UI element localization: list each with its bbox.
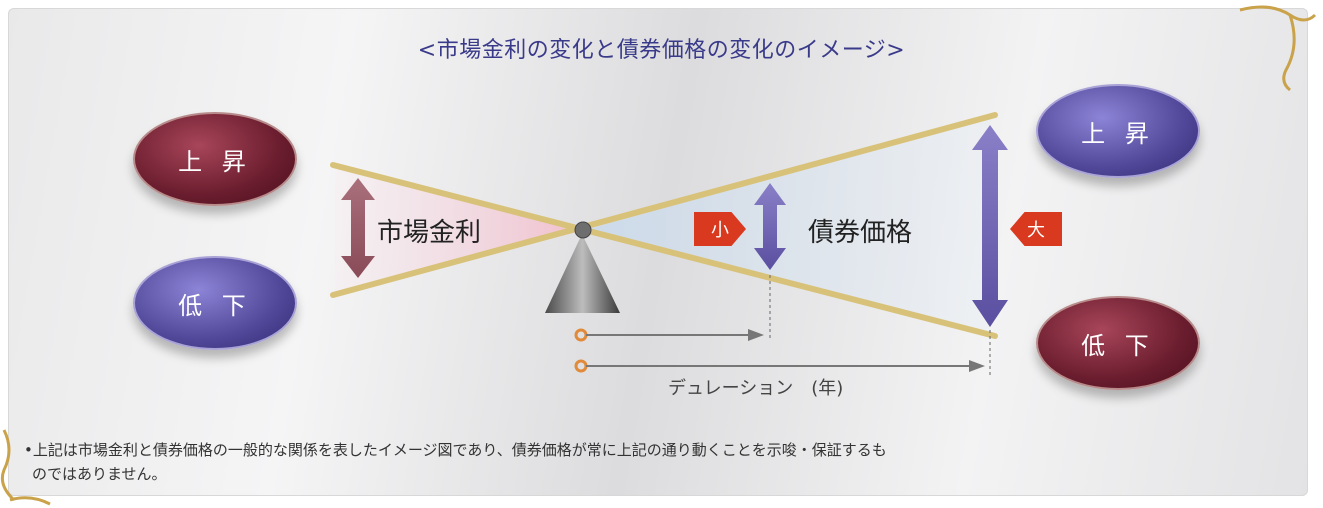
bond-price-label: 債券価格 — [808, 218, 913, 248]
fulcrum-pedestal — [545, 234, 620, 313]
interest-rate-label: 市場金利 — [377, 218, 482, 248]
right-rise-oval: 上 昇 — [1036, 84, 1200, 178]
diagram-title: <市場金利の変化と債券価格の変化のイメージ> — [417, 38, 906, 63]
disclaimer-line-2: のではありません。 — [32, 465, 167, 483]
pivot-point — [574, 221, 592, 239]
corner-ornament-top-right — [1239, 5, 1317, 92]
duration-start-dot-1 — [574, 328, 588, 342]
duration-label: デュレーション (年) — [668, 378, 844, 399]
interest-rate-wedge — [335, 167, 585, 293]
corner-ornament-bottom-left — [0, 429, 51, 506]
left-rise-oval: 上 昇 — [133, 112, 297, 206]
disclaimer-line-1: •上記は市場金利と債券価格の一般的な関係を表したイメージ図であり、債券価格が常に… — [24, 441, 887, 459]
beam-line-1 — [330, 162, 998, 339]
right-fall-oval: 低 下 — [1036, 296, 1200, 390]
duration-start-dot-2 — [574, 359, 588, 373]
disclaimer-note: •上記は市場金利と債券価格の一般的な関係を表したイメージ図であり、債券価格が常に… — [24, 438, 1294, 486]
left-fall-oval: 低 下 — [133, 256, 297, 350]
beam-line-2 — [330, 112, 998, 298]
bond-price-wedge — [585, 118, 990, 335]
interest-rate-arrow — [341, 178, 375, 278]
large-change-arrow — [972, 125, 1008, 327]
small-change-arrow — [754, 183, 786, 270]
